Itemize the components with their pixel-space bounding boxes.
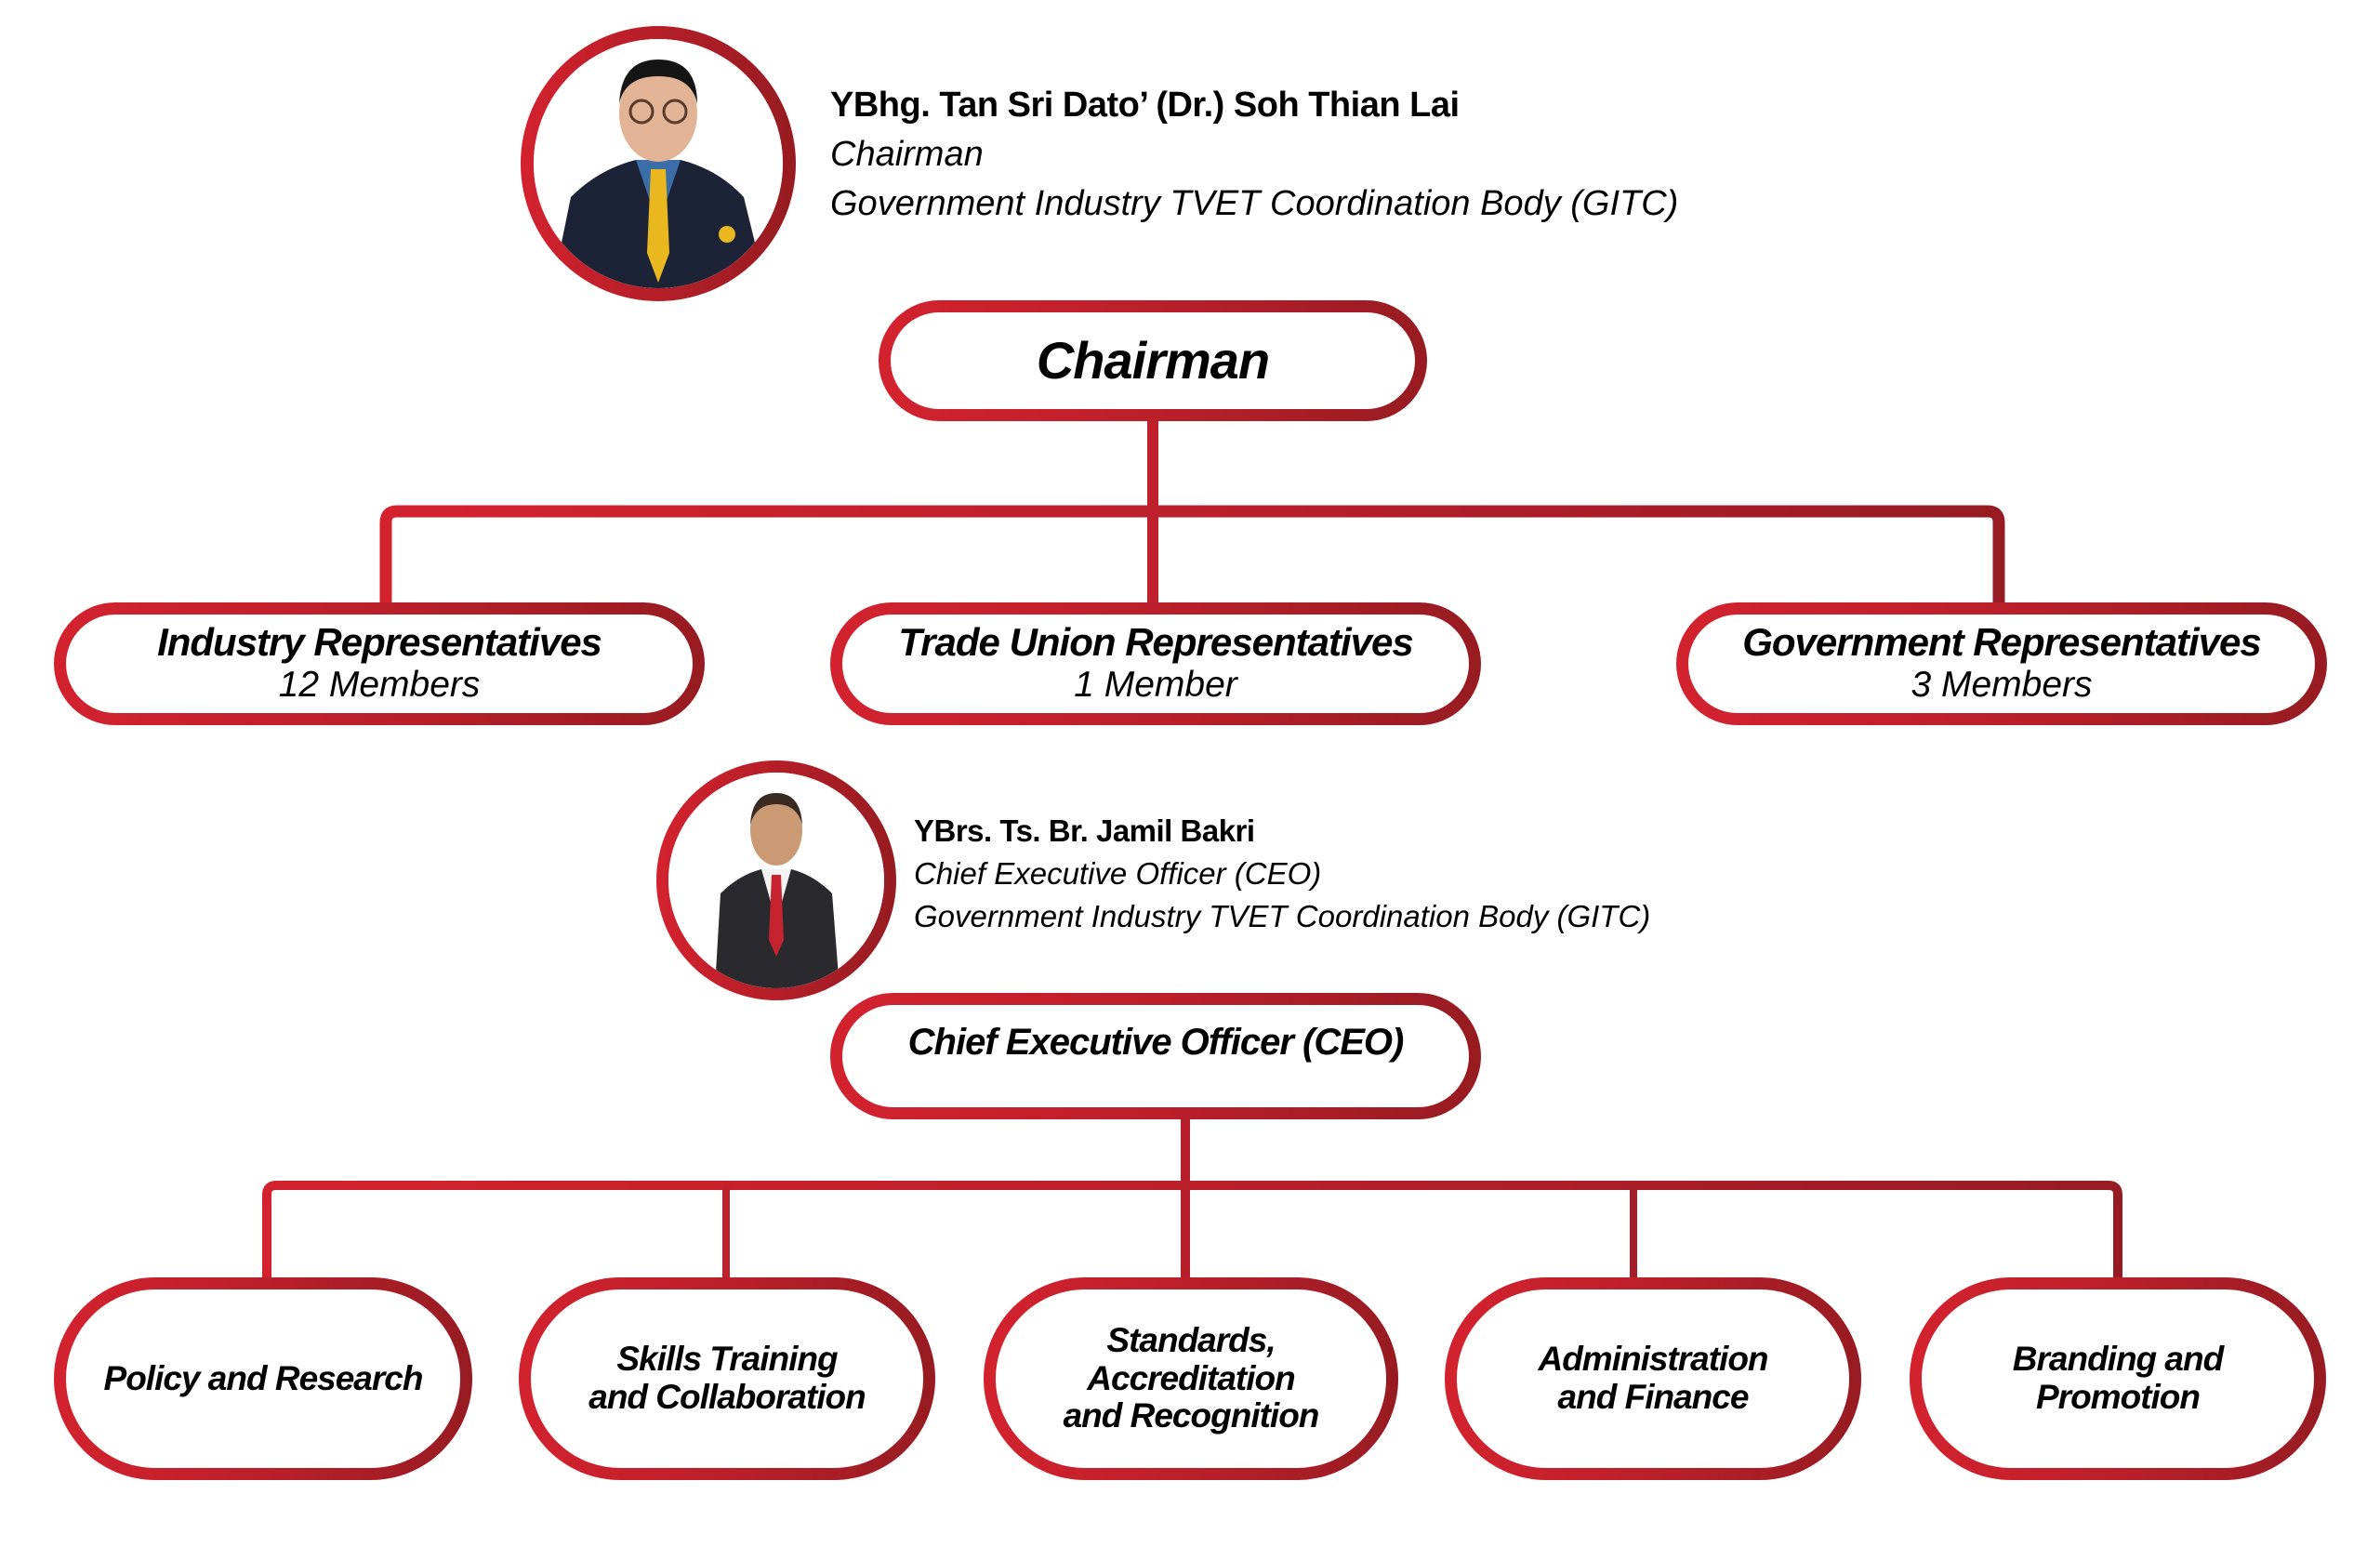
division-line: and Finance <box>1557 1378 1750 1416</box>
ceo-organization: Government Industry TVET Coordination Bo… <box>914 899 1651 933</box>
ceo-name: YBrs. Ts. Br. Jamil Bakri <box>914 813 1255 848</box>
division-line: Policy and Research <box>103 1358 424 1397</box>
industry-representatives-node[interactable]: Industry Representatives 12 Members <box>54 602 705 725</box>
ceo-details: YBrs. Ts. Br. Jamil Bakri Chief Executiv… <box>914 813 1650 934</box>
rep-members: 12 Members <box>278 664 481 705</box>
chairman-details: YBhg. Tan Sri Dato’ (Dr.) Soh Thian Lai … <box>830 86 1678 224</box>
chairman-position: Chairman <box>830 135 984 174</box>
chairman-portrait-icon <box>534 39 783 288</box>
division-standards-accreditation-and-recognition[interactable]: Standards, Accreditation and Recognition <box>984 1277 1398 1480</box>
ceo-photo <box>668 773 884 988</box>
division-line: and Recognition <box>1063 1396 1320 1435</box>
chairman-organization: Government Industry TVET Coordination Bo… <box>830 184 1679 223</box>
division-line: Standards, <box>1106 1320 1276 1359</box>
trade-union-representatives-node[interactable]: Trade Union Representatives 1 Member <box>830 602 1481 725</box>
rep-title: Industry Representatives <box>157 620 602 665</box>
division-line: Promotion <box>2036 1378 2201 1416</box>
ceo-node-title: Chief Executive Officer (CEO) <box>907 1022 1405 1063</box>
chairman-name: YBhg. Tan Sri Dato’ (Dr.) Soh Thian Lai <box>830 86 1460 125</box>
rep-members: 3 Members <box>1911 664 2093 705</box>
division-administration-and-finance[interactable]: Administration and Finance <box>1445 1277 1861 1480</box>
division-policy-and-research[interactable]: Policy and Research <box>54 1277 472 1480</box>
government-representatives-node[interactable]: Government Representatives 3 Members <box>1676 602 2327 725</box>
rep-title: Government Representatives <box>1742 620 2262 665</box>
division-line: Accreditation <box>1087 1358 1295 1397</box>
chairman-photo <box>534 39 783 288</box>
ceo-position: Chief Executive Officer (CEO) <box>914 856 1322 891</box>
division-line: and Collaboration <box>588 1378 866 1416</box>
division-branding-and-promotion[interactable]: Branding and Promotion <box>1910 1277 2326 1480</box>
division-skills-training-and-collaboration[interactable]: Skills Training and Collaboration <box>519 1277 935 1480</box>
chairman-node-title: Chairman <box>1036 331 1270 390</box>
division-line: Branding and <box>2012 1340 2224 1379</box>
rep-members: 1 Member <box>1074 664 1237 705</box>
chairman-node[interactable]: Chairman <box>879 300 1427 421</box>
rep-title: Trade Union Representatives <box>898 620 1413 665</box>
division-line: Administration <box>1538 1340 1768 1379</box>
ceo-node[interactable]: Chief Executive Officer (CEO) <box>830 993 1481 1119</box>
division-line: Skills Training <box>616 1340 838 1379</box>
ceo-portrait-icon <box>668 773 884 988</box>
